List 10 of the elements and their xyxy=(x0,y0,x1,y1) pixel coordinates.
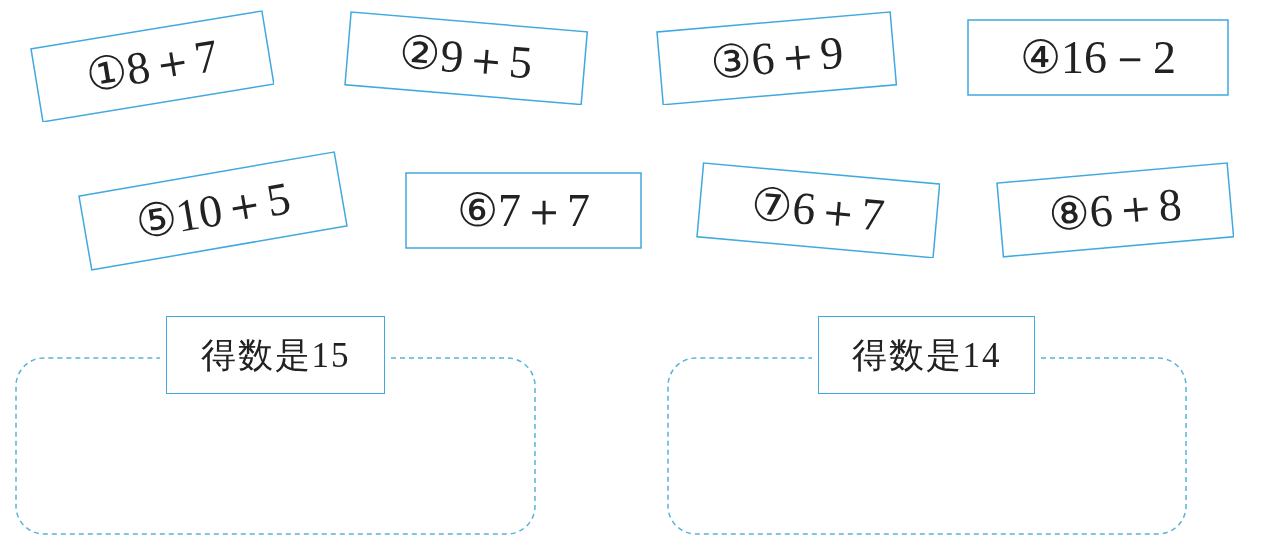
expression-card: ⑥7＋7 xyxy=(405,172,642,249)
expression-card: ⑤10＋5 xyxy=(78,151,348,271)
expression-card: ⑧6＋8 xyxy=(995,162,1235,258)
expression-card: ③6＋9 xyxy=(656,10,898,106)
expression-card: ④16－2 xyxy=(967,19,1229,96)
expression-card: ②9＋5 xyxy=(343,10,589,106)
heading-tag: 得数是15 xyxy=(166,316,385,394)
heading-tag: 得数是14 xyxy=(818,316,1035,394)
expression-card: ①8＋7 xyxy=(29,9,275,123)
expression-card: ⑦6＋7 xyxy=(695,161,941,259)
